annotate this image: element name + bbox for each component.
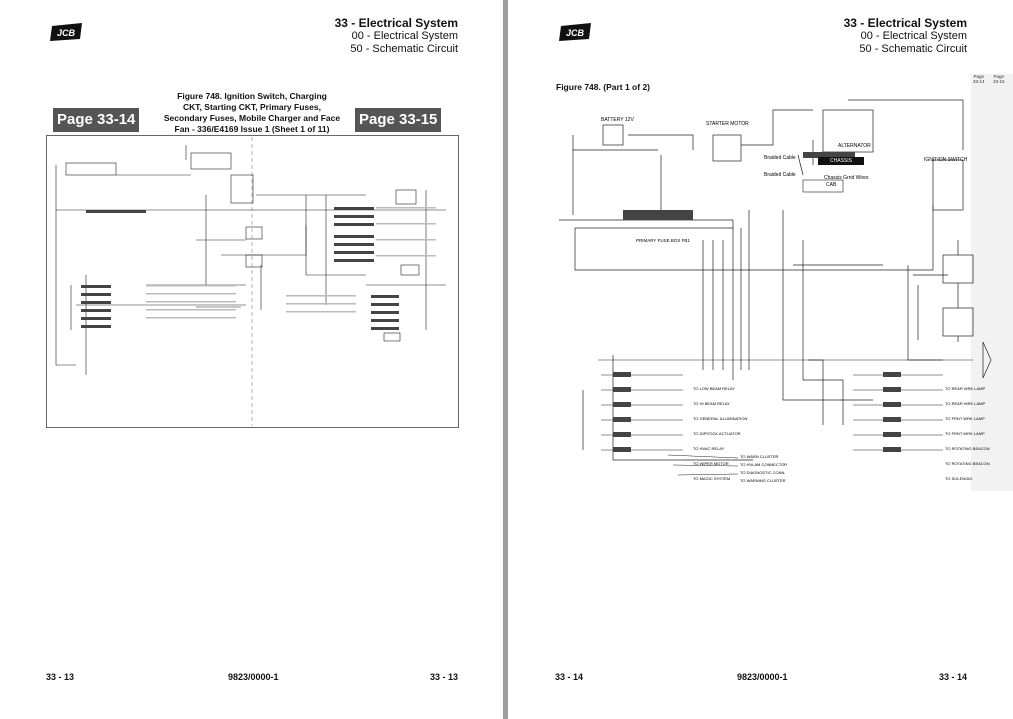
footer-page-right: 33 - 14 [939, 672, 968, 682]
page-header: 33 - Electrical System 00 - Electrical S… [335, 17, 458, 56]
page-tag-33-15[interactable]: Page 33-15 [355, 108, 442, 132]
fuse-target: TO HVAC RELAY [693, 446, 725, 451]
fuse-target: TO REAR WRK LAMP [945, 386, 986, 391]
jcb-logo-icon: JCB [559, 23, 591, 41]
schematic-overview [46, 135, 459, 428]
ignition-switch-label: IGNITION SWITCH [924, 157, 968, 163]
connector-target: TO WARN CLUSTER [740, 454, 779, 459]
chassis-label: CHASSIS [818, 157, 864, 165]
page-tag-33-14[interactable]: Page 33-14 [53, 108, 140, 132]
bottom-targets: TO WARN CLUSTER TO HVLAM CONNECTOR TO DI… [740, 453, 787, 485]
alternator-label: ALTERNATOR [838, 143, 871, 149]
fuse-target: TO HI BEAM RELAY [693, 401, 730, 406]
header-section: 50 - Schematic Circuit [350, 43, 458, 55]
fuse-targets-left: TO LOW BEAM RELAY TO HI BEAM RELAY TO GE… [693, 381, 747, 486]
braided-cable-label: Braided Cable [764, 155, 796, 161]
connector-target: TO WARNING CLUSTER [740, 478, 786, 483]
cab-label: CAB [826, 182, 837, 188]
fuse-box-label: PRIMARY FUSE BOX FB1 [636, 238, 690, 243]
svg-text:JCB: JCB [57, 28, 76, 38]
footer-doc-number: 9823/0000-1 [228, 672, 279, 682]
schematic-detail [559, 99, 992, 476]
fuse-target: TO REAR WRK LAMP [945, 401, 986, 406]
connector-target: TO DIAGNOSTIC CONN. [740, 470, 786, 475]
left-page: JCB 33 - Electrical System 00 - Electric… [0, 0, 503, 719]
fuse-target: TO WIPER MOTOR [693, 461, 729, 466]
fuse-target: TO LOW BEAM RELAY [693, 386, 736, 391]
chassis-ground-label: Chassis Grnd Wires [824, 175, 869, 181]
connector-target: TO HVLAM CONNECTOR [740, 462, 788, 467]
header-title: 33 - Electrical System [334, 16, 458, 30]
fuse-target: TO MAGIC SYSTEM [693, 476, 731, 481]
figure-caption: Figure 748. (Part 1 of 2) [556, 82, 650, 92]
fuse-targets-right: TO REAR WRK LAMP TO REAR WRK LAMP TO FRN… [945, 381, 990, 486]
starter-motor-label: STARTER MOTOR [706, 121, 749, 127]
header-subtitle: 00 - Electrical System [351, 30, 458, 42]
footer-doc-number: 9823/0000-1 [737, 672, 788, 682]
page-header: 33 - Electrical System 00 - Electrical S… [844, 17, 967, 56]
fuse-target: TO DIPSTICK ACTUATOR [693, 431, 741, 436]
footer-page-left: 33 - 14 [555, 672, 584, 682]
fuse-target: TO ROTATING BEACON [945, 446, 990, 451]
footer-page-right: 33 - 13 [430, 672, 459, 682]
jcb-logo-icon: JCB [50, 23, 82, 41]
battery-label: BATTERY 12V [601, 117, 634, 123]
fuse-target: TO FRNT WRK LAMP [945, 431, 985, 436]
fuse-target: TO ROTATING BEACON [945, 461, 990, 466]
header-title: 33 - Electrical System [843, 16, 967, 30]
right-page: JCB 33 - Electrical System 00 - Electric… [508, 0, 1013, 719]
fuse-target: TO FRNT WRK LAMP [945, 416, 985, 421]
footer-page-left: 33 - 13 [46, 672, 75, 682]
figure-caption: Figure 748. Ignition Switch, Charging CK… [163, 91, 341, 134]
braided-cable-label: Braided Cable [764, 172, 796, 178]
header-subtitle: 00 - Electrical System [860, 30, 967, 42]
svg-text:JCB: JCB [566, 28, 585, 38]
header-section: 50 - Schematic Circuit [859, 43, 967, 55]
fuse-target: TO SOLENOID [945, 476, 973, 481]
fuse-target: TO GENERAL ILLUMINATION [693, 416, 748, 421]
